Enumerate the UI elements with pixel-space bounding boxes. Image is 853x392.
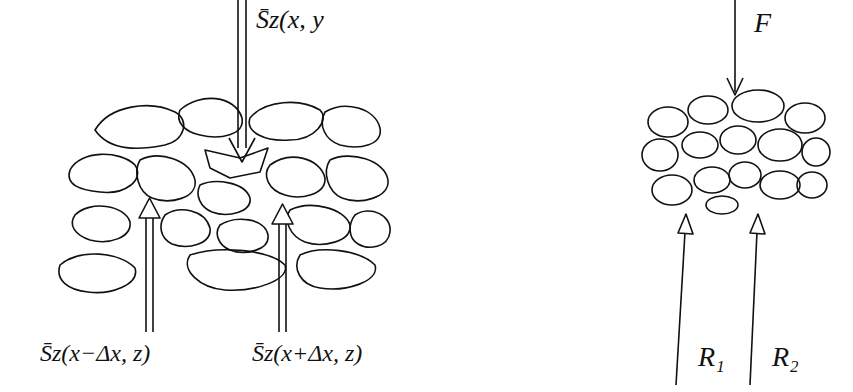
soil-grain-stroke <box>187 250 285 290</box>
stress-arrows <box>139 0 293 332</box>
particle-stroke <box>729 162 761 188</box>
force-arrow-stroke <box>750 214 765 234</box>
stress-arrow-stroke <box>139 198 160 218</box>
soil-grain-stroke <box>179 98 243 136</box>
soil-grain-stroke <box>59 254 136 293</box>
soil-grain-stroke <box>350 211 390 247</box>
particle-stroke <box>688 96 728 124</box>
particle-stroke <box>797 172 827 198</box>
force-arrows <box>676 0 765 385</box>
soil-grain-stroke <box>326 156 388 201</box>
stress-arrow-stroke <box>272 204 293 224</box>
particle-stroke <box>802 138 830 166</box>
stress-arrow-stroke <box>237 0 239 148</box>
particle-stroke <box>706 196 738 214</box>
force-label: F <box>754 8 771 39</box>
soil-grain-stroke <box>198 182 250 215</box>
soil-grain-stroke <box>249 102 323 140</box>
soil-grain-stroke <box>322 106 380 146</box>
soil-grain-stroke <box>297 250 376 289</box>
particle-stroke <box>642 139 678 171</box>
stress-arrow-stroke <box>285 222 287 332</box>
particle-stroke <box>720 126 756 154</box>
soil-grain-stroke <box>266 157 325 197</box>
particles <box>642 90 830 214</box>
soil-grain-stroke <box>72 206 130 242</box>
force-arrow-stroke <box>734 0 736 92</box>
soil-grains <box>59 98 390 292</box>
particle-stroke <box>758 129 802 161</box>
particle-stroke <box>732 90 784 122</box>
stress-label: S̄z(x+Δx, z) <box>252 340 362 366</box>
stress-arrow-stroke <box>145 216 147 332</box>
particle-stroke <box>648 107 688 137</box>
soil-grain-stroke <box>137 156 195 201</box>
force-arrow-stroke <box>727 78 743 95</box>
force-arrow-stroke <box>750 232 757 385</box>
particle-stroke <box>652 175 692 205</box>
soil-grain-stroke <box>161 210 210 246</box>
particle-stroke <box>760 171 800 199</box>
particle-stroke <box>785 103 825 133</box>
particle-stroke <box>694 167 730 193</box>
stress-arrow-stroke <box>245 0 247 148</box>
particle-stroke <box>682 132 718 158</box>
stress-arrow-stroke <box>229 138 255 162</box>
stress-label: S̄z(x, y <box>256 6 324 35</box>
stress-arrow-stroke <box>152 216 154 332</box>
stress-arrow-stroke <box>278 222 280 332</box>
stress-label: S̄z(x−Δx, z) <box>40 340 150 366</box>
soil-grain-stroke <box>95 106 184 148</box>
reaction-label: R₂ <box>772 342 799 373</box>
reaction-label: R₁ <box>698 342 725 373</box>
force-arrow-stroke <box>676 232 685 385</box>
soil-grain-stroke <box>287 206 350 245</box>
force-arrow-stroke <box>678 214 693 234</box>
soil-grain-stroke <box>69 154 138 192</box>
soil-grain-stroke <box>217 219 268 252</box>
